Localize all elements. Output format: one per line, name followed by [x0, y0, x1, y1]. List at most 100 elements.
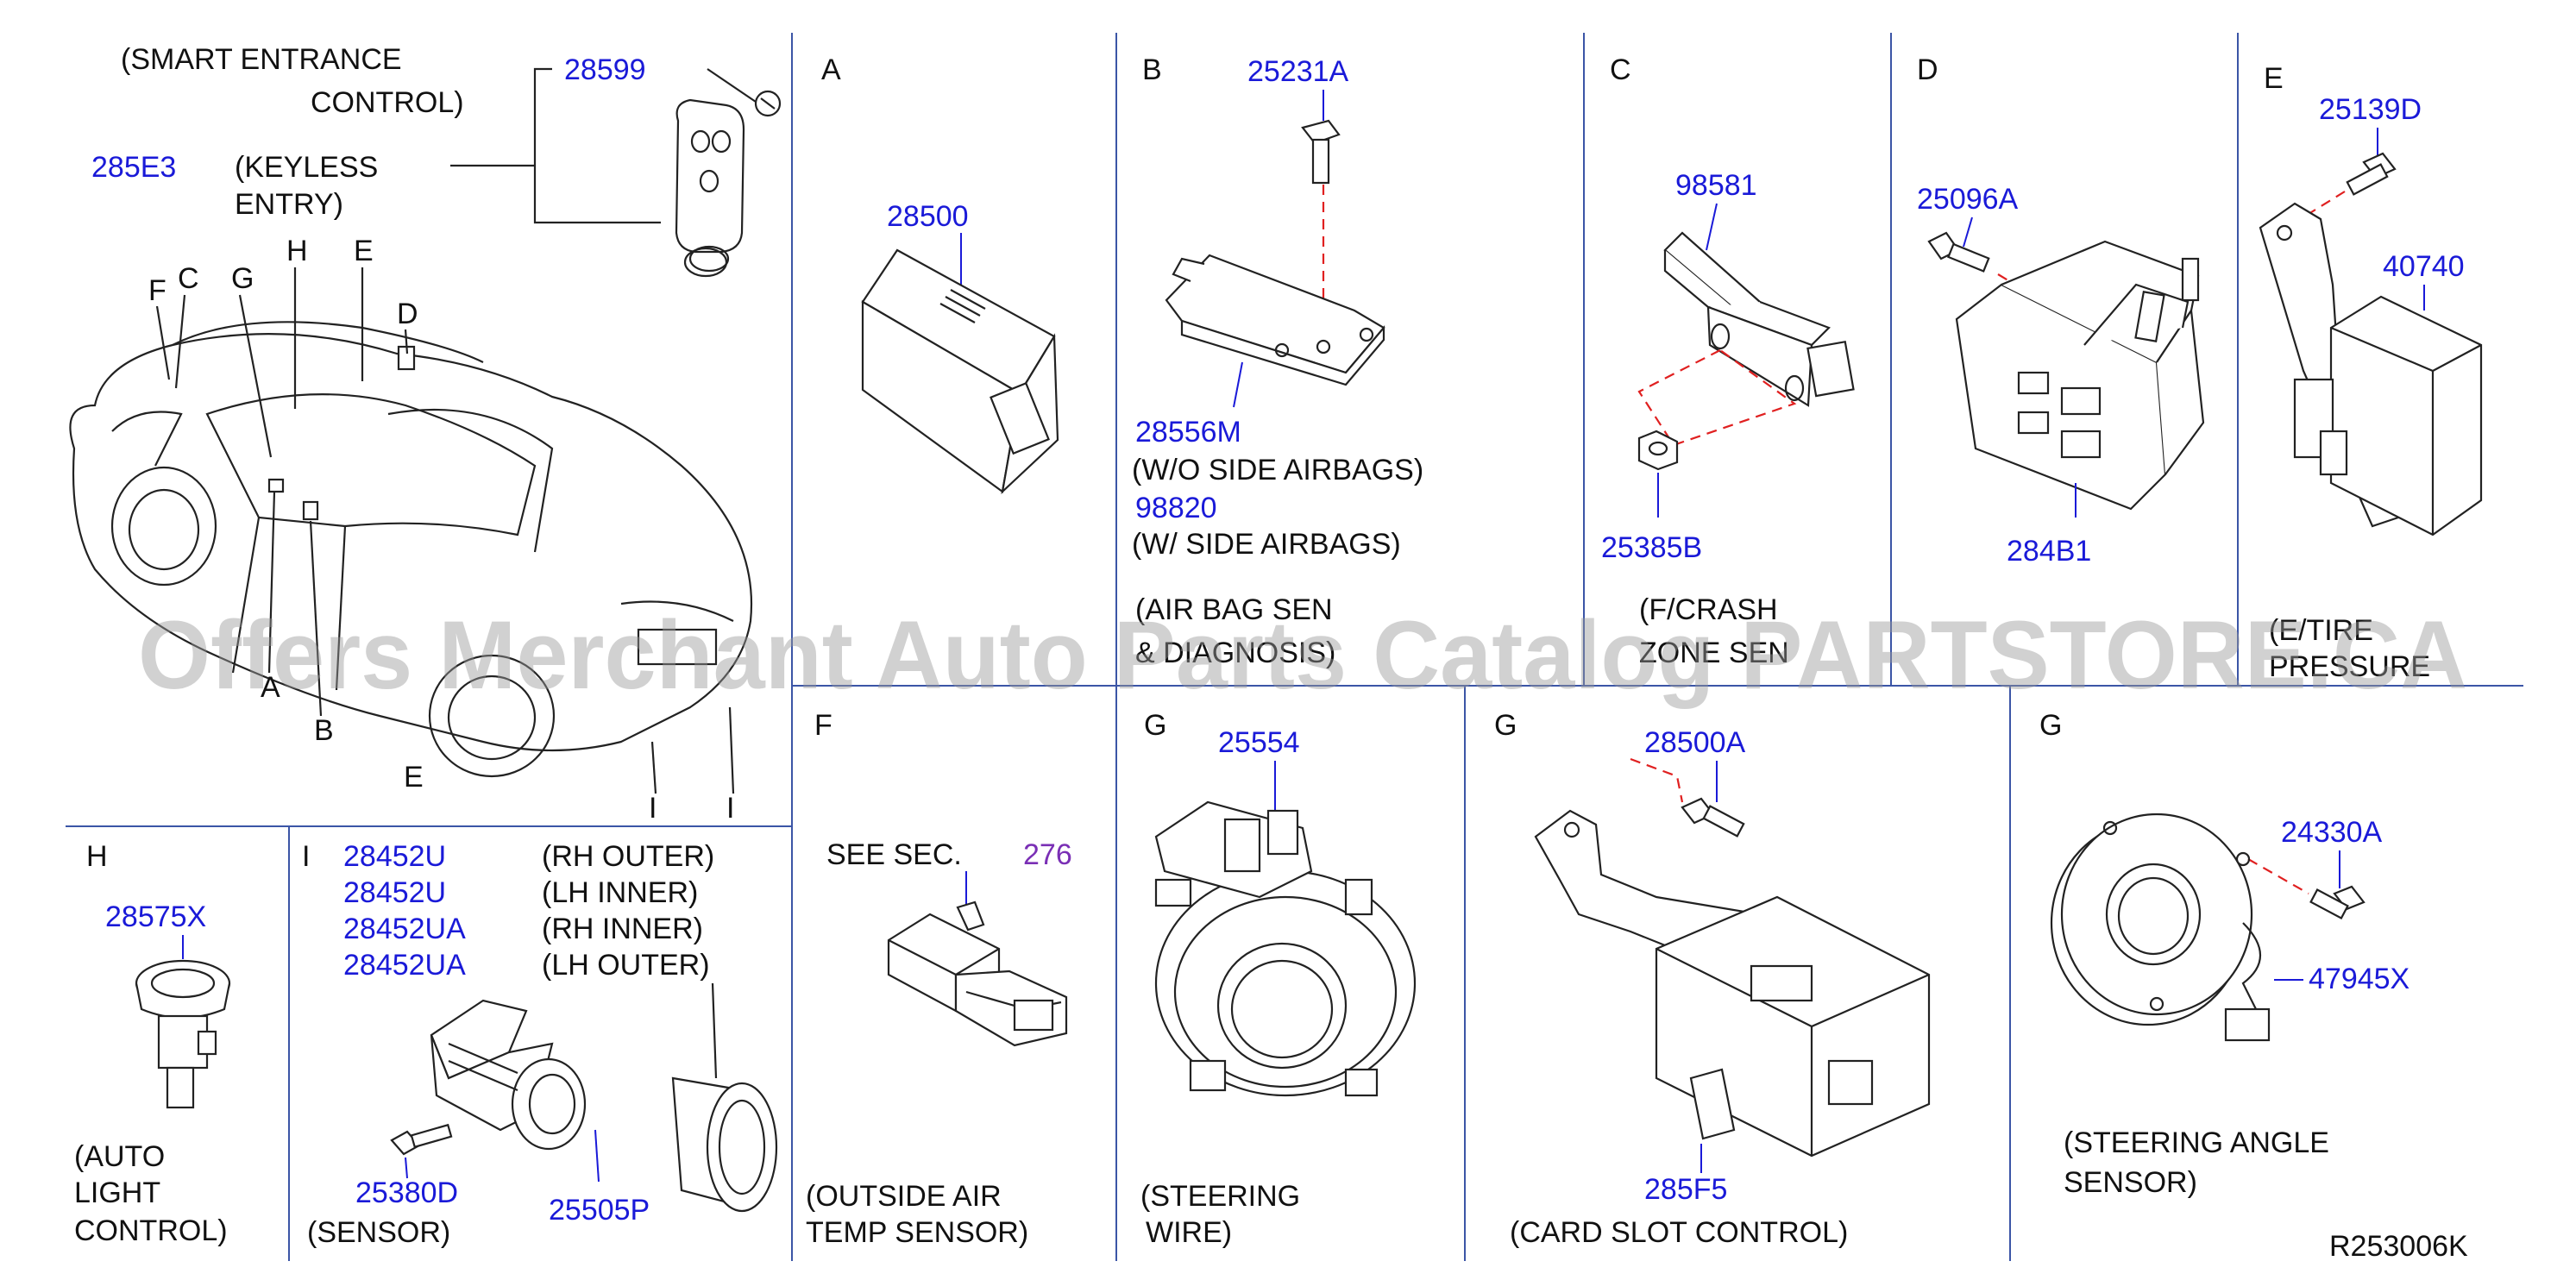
- section-letter-C: C: [1610, 53, 1631, 86]
- caption-outside-air-temp-cont: TEMP SENSOR): [806, 1216, 1028, 1249]
- section-C: C 98581 25385B (F/CRASH ZONE SEN: [1601, 53, 1855, 669]
- section-letter-I: I: [302, 840, 310, 873]
- caption-airbag-sensor: (AIR BAG SEN: [1135, 593, 1333, 626]
- caption-crash-zone-sensor-cont: ZONE SEN: [1639, 637, 1789, 669]
- control-unit-28500-icon: [861, 248, 1059, 495]
- part-number-28500A[interactable]: 28500A: [1644, 726, 1746, 759]
- bolt-25096A-icon: [1927, 231, 1990, 273]
- section-letter-D: D: [1917, 53, 1938, 86]
- part-number-25096A[interactable]: 25096A: [1917, 183, 2019, 216]
- part-number-28556M[interactable]: 28556M: [1135, 416, 1241, 449]
- outside-air-temp-sensor-icon: [887, 900, 1068, 1047]
- airbag-sensor-unit-icon: [1165, 254, 1385, 386]
- keyless-entry-label: (KEYLESS: [235, 151, 378, 184]
- caption-steering-angle-sensor: (STEERING ANGLE: [2064, 1126, 2329, 1159]
- part-note-row-4: (LH OUTER): [542, 949, 710, 982]
- caption-auto-light-control-cont2: CONTROL): [74, 1214, 228, 1247]
- caption-crash-zone-sensor: (F/CRASH: [1639, 593, 1778, 626]
- spiral-cable-icon: [1154, 800, 1417, 1097]
- section-letter-G1: G: [1144, 709, 1166, 742]
- part-number-25505P[interactable]: 25505P: [549, 1194, 650, 1227]
- part-number-24330A[interactable]: 24330A: [2281, 816, 2383, 849]
- part-number-40740[interactable]: 40740: [2383, 250, 2465, 283]
- part-number-285E3[interactable]: 285E3: [91, 151, 176, 184]
- screw-25380D-icon: [390, 1123, 453, 1156]
- caption-card-slot-control: (CARD SLOT CONTROL): [1510, 1216, 1848, 1249]
- note-without-side-airbags: (W/O SIDE AIRBAGS): [1132, 454, 1423, 486]
- part-number-row-4[interactable]: 28452UA: [343, 949, 466, 982]
- smart-entrance-label-cont: CONTROL): [311, 86, 464, 119]
- section-letter-G3: G: [2039, 709, 2062, 742]
- callout-H: H: [286, 235, 308, 267]
- callout-D: D: [397, 298, 418, 330]
- part-number-28599[interactable]: 28599: [564, 53, 646, 86]
- part-number-25139D[interactable]: 25139D: [2319, 93, 2422, 126]
- caption-steering-wire: (STEERING: [1140, 1180, 1300, 1213]
- part-number-25231A[interactable]: 25231A: [1247, 55, 1349, 88]
- part-number-25380D[interactable]: 25380D: [355, 1176, 458, 1209]
- callout-I-2: I: [726, 792, 734, 825]
- section-reference-276[interactable]: 276: [1023, 838, 1072, 871]
- bolt-25231A-icon: [1301, 119, 1341, 185]
- callout-E-top: E: [354, 235, 374, 267]
- part-number-285F5[interactable]: 285F5: [1644, 1173, 1727, 1206]
- key-fob-icon: [675, 90, 782, 278]
- section-letter-H: H: [86, 840, 108, 873]
- caption-steering-angle-sensor-cont: SENSOR): [2064, 1166, 2197, 1199]
- section-H: H 28575X (AUTO LIGHT CONTROL): [74, 840, 231, 1247]
- section-E: E 25139D 40740 (E/TIRE PRESSURE: [2259, 62, 2483, 683]
- vehicle-callouts: F C G H E D A B E I I: [148, 235, 734, 825]
- callout-E-bottom: E: [404, 761, 424, 794]
- part-number-25385B[interactable]: 25385B: [1601, 531, 1702, 564]
- section-I: I 28452U (RH OUTER) 28452U (LH INNER) 28…: [302, 840, 778, 1249]
- section-G-steering-angle: G 24330A 47945X (STEERING ANGLE SENSOR): [2039, 709, 2410, 1199]
- bolt-24330A-icon: [2309, 885, 2366, 919]
- crash-zone-sensor-icon: [1663, 231, 1855, 407]
- caption-tire-pressure-cont: PRESSURE: [2269, 650, 2430, 683]
- part-number-98820[interactable]: 98820: [1135, 492, 1217, 524]
- part-number-28575X[interactable]: 28575X: [105, 900, 206, 933]
- control-unit-284B1-icon: [1955, 240, 2205, 511]
- section-letter-G2: G: [1494, 709, 1517, 742]
- section-D: D 25096A 284B1: [1917, 53, 2205, 568]
- vehicle-overview-illustration: [69, 321, 752, 778]
- note-with-side-airbags: (W/ SIDE AIRBAGS): [1132, 528, 1401, 561]
- drawing-number: R253006K: [2329, 1230, 2468, 1263]
- watermark: Offers Merchant Auto Parts Catalog PARTS…: [138, 601, 2467, 709]
- bolt-28500A-icon: [1681, 797, 1745, 838]
- callout-B: B: [314, 714, 334, 747]
- overview-panel: (SMART ENTRANCE CONTROL) 285E3 (KEYLESS …: [69, 43, 782, 825]
- part-number-25554[interactable]: 25554: [1218, 726, 1300, 759]
- caption-outside-air-temp: (OUTSIDE AIR: [806, 1180, 1002, 1213]
- bolt-25139D-icon: [2346, 152, 2397, 196]
- panel-frame: [66, 33, 2523, 1261]
- part-note-row-1: (RH OUTER): [542, 840, 714, 873]
- nut-25385B-icon: [1637, 430, 1679, 471]
- callout-I-1: I: [649, 792, 657, 825]
- section-letter-F: F: [814, 709, 832, 742]
- part-number-98581[interactable]: 98581: [1675, 169, 1757, 202]
- caption-steering-wire-cont: WIRE): [1146, 1216, 1232, 1249]
- part-number-28500[interactable]: 28500: [887, 200, 969, 233]
- steering-angle-sensor-icon: [2050, 813, 2271, 1042]
- part-number-284B1[interactable]: 284B1: [2007, 535, 2091, 568]
- smart-entrance-label: (SMART ENTRANCE: [121, 43, 402, 76]
- caption-auto-light-control: (AUTO: [74, 1140, 165, 1173]
- section-G-steering-wire: G 25554 (STEERING WIRE): [1140, 709, 1417, 1249]
- section-letter-B: B: [1142, 53, 1162, 86]
- part-number-row-1[interactable]: 28452U: [343, 840, 446, 873]
- part-number-row-3[interactable]: 28452UA: [343, 913, 466, 945]
- keyless-entry-label-cont: ENTRY): [235, 188, 343, 221]
- callout-A: A: [261, 671, 280, 704]
- part-number-47945X[interactable]: 47945X: [2309, 963, 2410, 995]
- part-number-row-2[interactable]: 28452U: [343, 876, 446, 909]
- caption-airbag-sensor-cont: & DIAGNOSIS): [1135, 637, 1335, 669]
- auto-light-sensor-icon: [135, 959, 231, 1109]
- callout-F: F: [148, 274, 166, 307]
- section-letter-E: E: [2264, 62, 2284, 95]
- caption-tire-pressure: (E/TIRE: [2269, 614, 2373, 647]
- callout-G: G: [231, 262, 254, 295]
- sensor-part-list: 28452U (RH OUTER) 28452U (LH INNER) 2845…: [343, 840, 714, 982]
- sensor-cover-icon: [671, 982, 778, 1213]
